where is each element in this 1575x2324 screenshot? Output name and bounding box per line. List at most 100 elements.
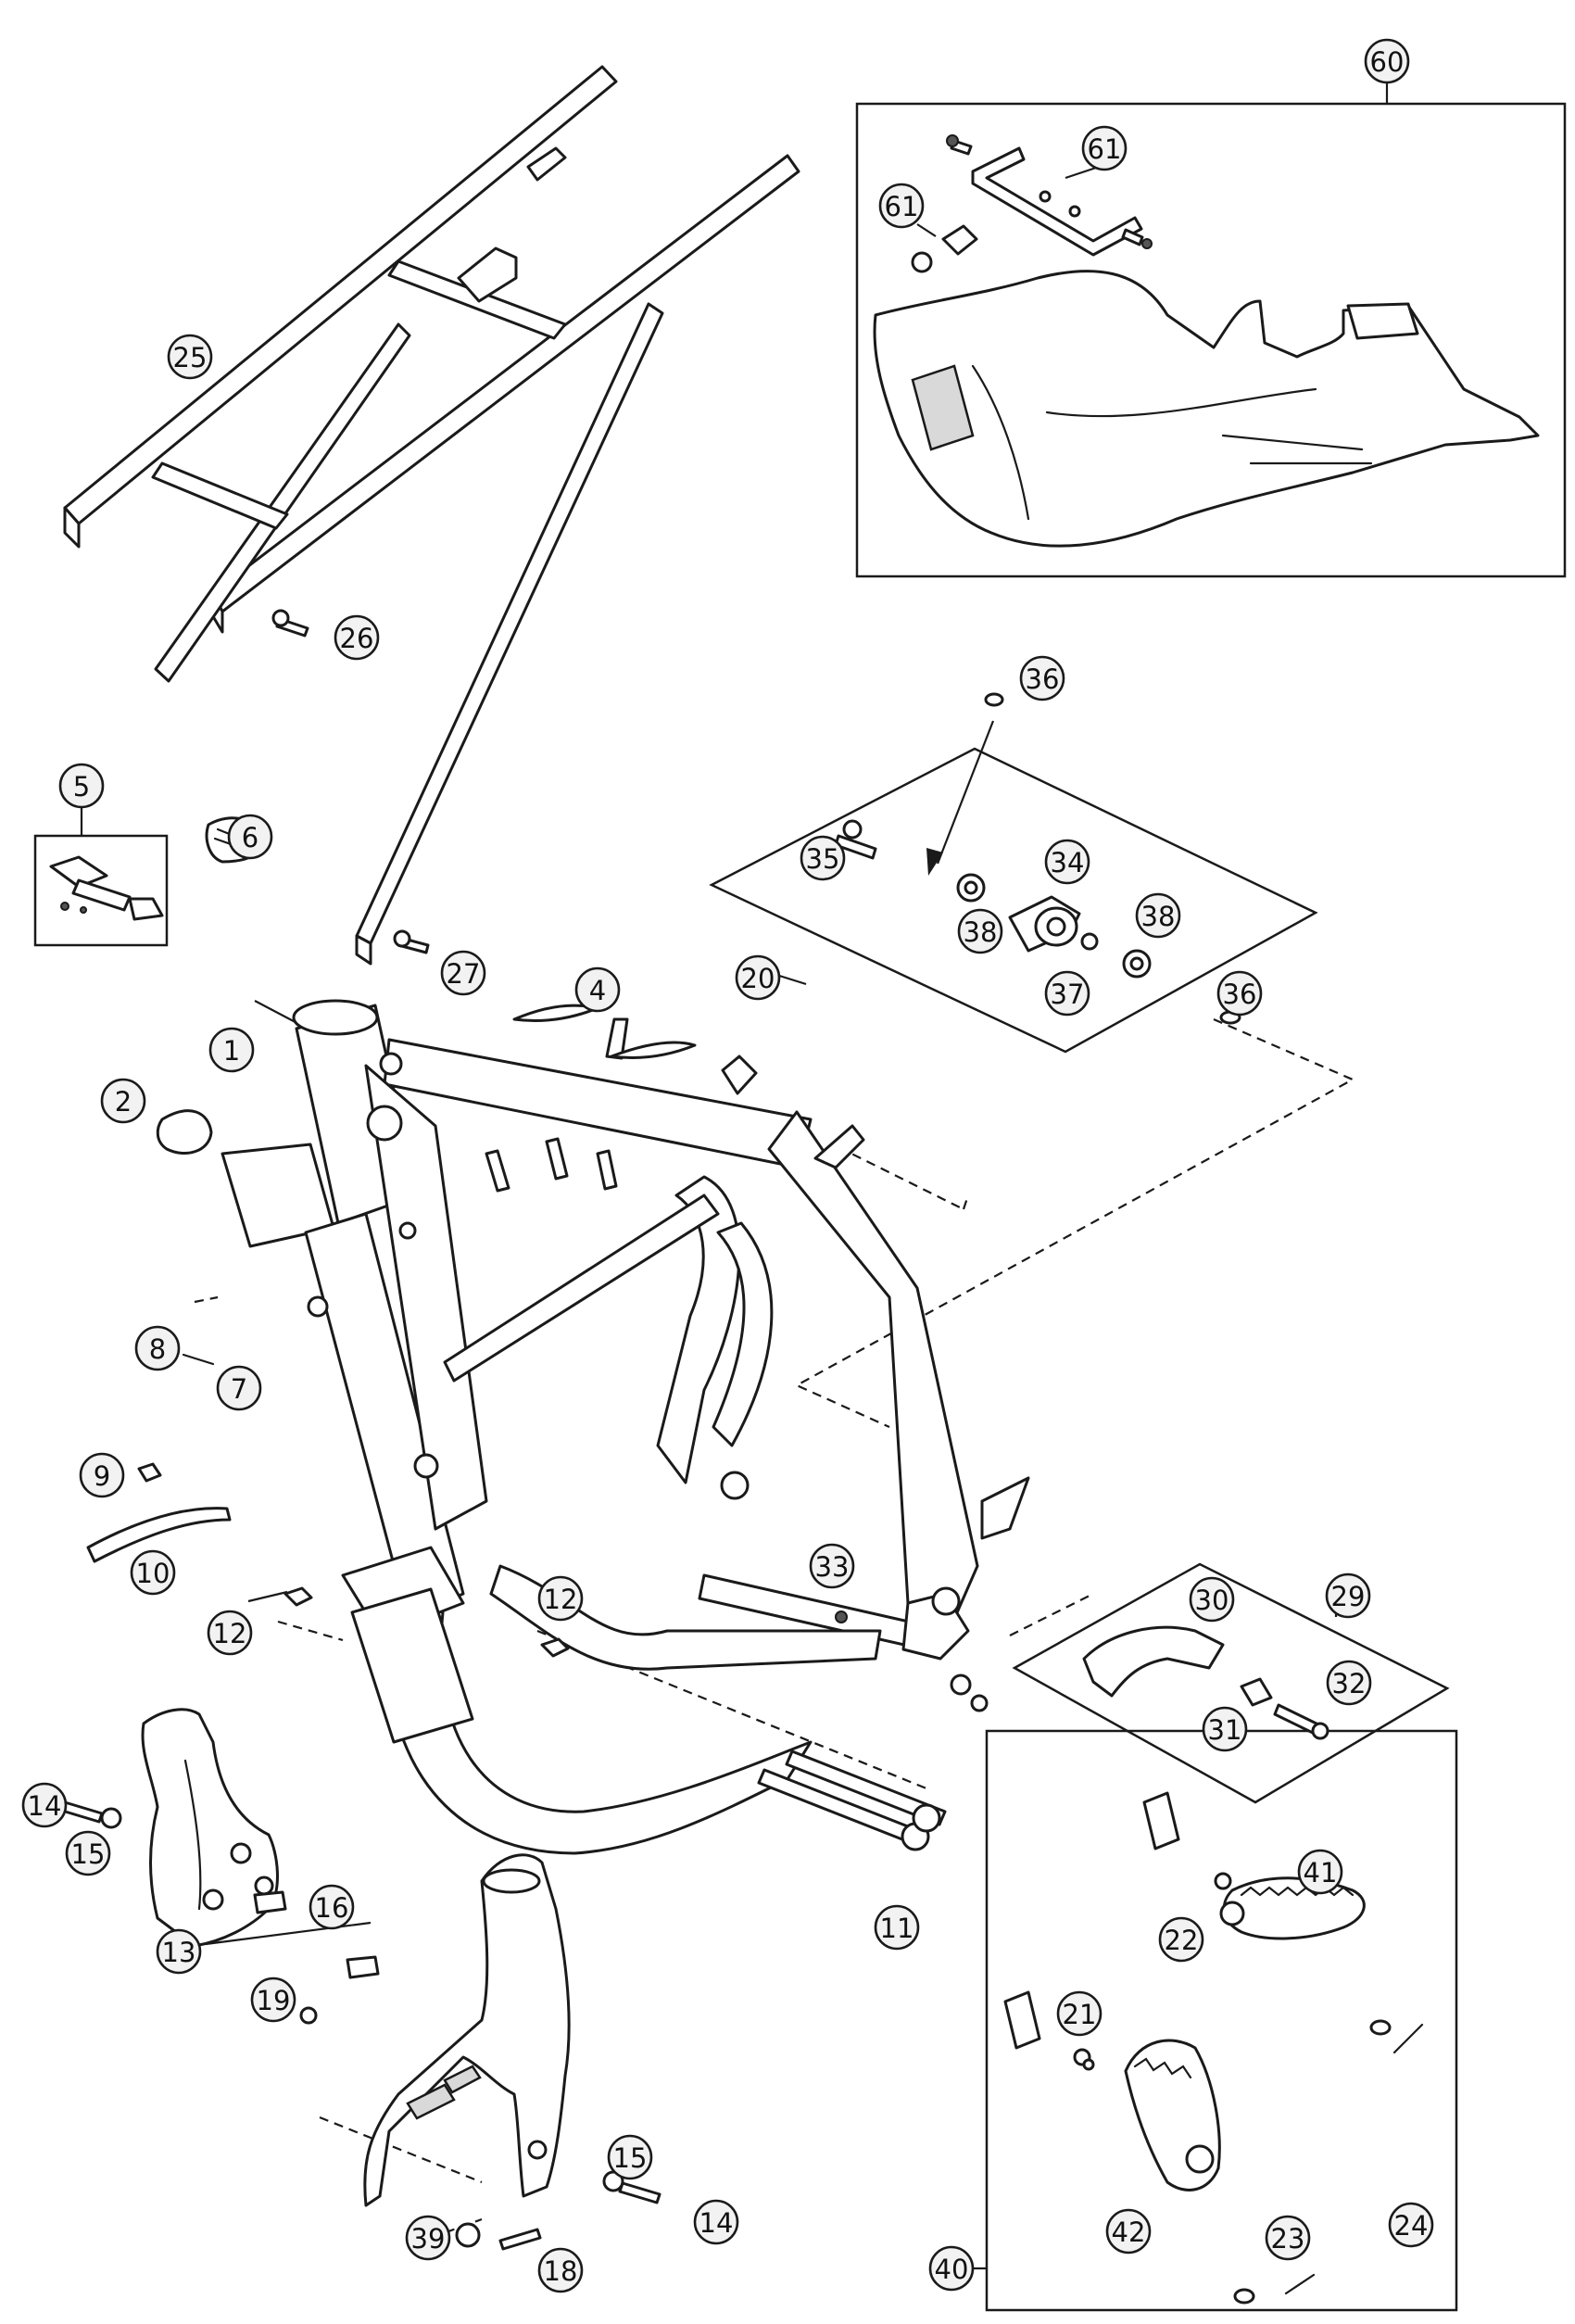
callout-number: 19 [257,1985,291,2016]
callout-38: 38 [1135,892,1181,939]
callout-number: 9 [94,1460,110,1492]
rear-subframe [63,65,800,966]
swingarm-bolts [757,1749,947,1851]
callout-number: 36 [1026,663,1060,695]
callout-circle [334,614,380,661]
callout-number: 15 [613,2142,648,2174]
callout-number: 39 [411,2223,446,2255]
callout-circle [1326,1660,1372,1706]
footrest-group-box [985,1729,1458,2312]
callout-25: 25 [167,334,213,380]
callout-number: 2 [115,1086,132,1118]
callout-60: 60 [1364,38,1410,84]
callout-circle [250,1977,296,2023]
engine-mount-parts [834,692,1241,1025]
callout-circle [1105,2208,1152,2255]
callout-4: 4 [574,966,621,1013]
callout-circle [1388,2202,1434,2248]
callout-number: 23 [1271,2223,1305,2255]
callout-number: 1 [223,1035,240,1067]
callout-circle [309,1884,355,1930]
callout-41: 41 [1297,1849,1343,1895]
callout-number: 20 [741,963,775,994]
callout-number: 7 [231,1373,247,1405]
callout-30: 30 [1189,1576,1235,1623]
callout-9: 9 [79,1452,125,1498]
callout-circle [208,1027,255,1073]
callout-circle [65,1830,111,1876]
callout-circle [1044,970,1090,1017]
callout-number: 25 [173,342,208,373]
callout-number: 4 [589,975,606,1006]
callout-circle [574,966,621,1013]
callout-circle [1081,125,1128,171]
callout-circle [1325,1572,1371,1619]
callout-number: 24 [1394,2210,1429,2242]
callout-number: 31 [1208,1714,1242,1746]
callout-number: 41 [1304,1857,1338,1888]
callout-circle [1202,1706,1248,1752]
callout-22: 22 [1158,1916,1204,1963]
callout-circle [1019,655,1065,701]
callout-number: 22 [1165,1925,1199,1956]
callout-number: 33 [815,1551,850,1583]
callout-39: 39 [405,2215,451,2261]
callout-number: 36 [1223,979,1257,1010]
callout-5: 5 [58,763,105,809]
callout-29: 29 [1325,1572,1371,1619]
footrest-parts [1003,1791,1424,2305]
callout-number: 37 [1051,979,1085,1010]
callout-number: 10 [136,1558,170,1589]
callout-circle [1265,2215,1311,2261]
callout-18: 18 [537,2247,584,2293]
callout-7: 7 [216,1365,262,1411]
callout-number: 60 [1370,46,1405,78]
callout-24: 24 [1388,2202,1434,2248]
callout-circle [58,763,105,809]
callout-number: 5 [73,771,90,802]
callout-circle [227,814,273,860]
callout-37: 37 [1044,970,1090,1017]
callout-10: 10 [130,1549,176,1596]
callout-15: 15 [607,2134,653,2180]
callout-number: 32 [1332,1668,1367,1699]
protector-hardware [60,1800,662,2251]
callout-circle [79,1452,125,1498]
small-parts-upper [156,609,697,1155]
callout-circle [1189,1576,1235,1623]
engine-mount-group-box [709,747,1318,1054]
callout-circle [537,2247,584,2293]
callout-circle [1135,892,1181,939]
callout-number: 40 [935,2254,969,2285]
callout-number: 15 [71,1838,106,1870]
callout-circle [874,1904,920,1951]
callout-38: 38 [957,908,1003,954]
callout-number: 30 [1195,1585,1229,1616]
callout-number: 61 [1088,133,1122,165]
callout-33: 33 [809,1543,855,1589]
main-frame [220,999,1030,1855]
callout-13: 13 [156,1928,202,1975]
callout-number: 26 [340,623,374,654]
side-stand-parts [1082,1625,1329,1740]
callout-27: 27 [440,950,486,996]
callout-20: 20 [735,954,781,1001]
callout-61: 61 [878,183,925,229]
callout-circle [537,1575,584,1622]
side-stand-group-box [1012,1562,1450,1804]
callout-32: 32 [1326,1660,1372,1706]
callout-circle [800,835,846,881]
callout-number: 29 [1331,1581,1366,1612]
callout-31: 31 [1202,1706,1248,1752]
callout-36: 36 [1019,655,1065,701]
callout-16: 16 [309,1884,355,1930]
callout-12: 12 [207,1610,253,1656]
callout-number: 11 [880,1913,914,1944]
callout-number: 14 [699,2207,734,2239]
callout-circle [1297,1849,1343,1895]
callout-number: 12 [213,1618,247,1649]
callout-circle [1056,1990,1102,2037]
callout-number: 14 [28,1790,62,1822]
callout-circle [607,2134,653,2180]
